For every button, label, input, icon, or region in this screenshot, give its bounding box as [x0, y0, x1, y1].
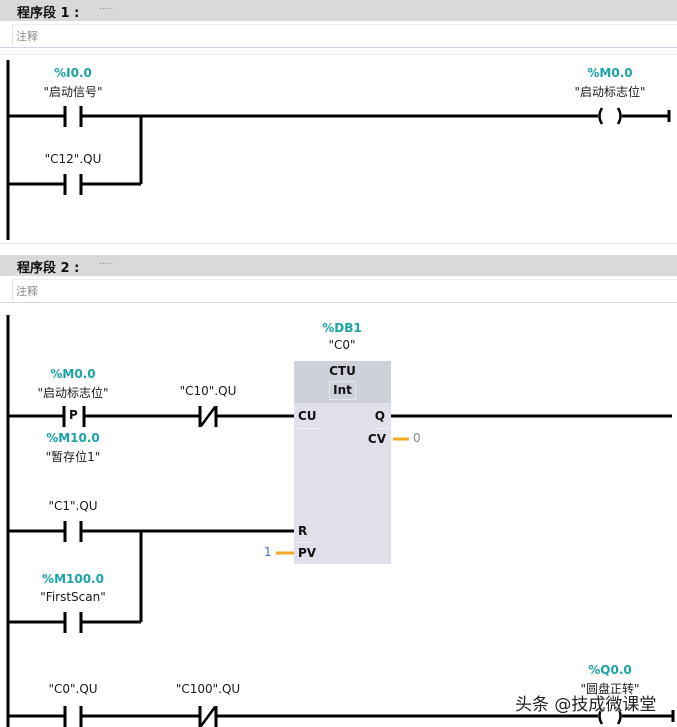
pin-r: R [298, 524, 308, 538]
network-2-title: 程序段 2 : [17, 257, 79, 276]
pin-underline [375, 428, 389, 429]
pin-underline [298, 428, 322, 429]
symbol-label: "C0".QU [48, 682, 98, 696]
pin-cu: CU [298, 409, 317, 423]
contact-c1-qu[interactable] [63, 521, 83, 542]
network-1-title-dots[interactable]: ..... [99, 2, 114, 12]
coil-start-flag[interactable] [598, 107, 622, 125]
network-colon: : [74, 261, 80, 276]
symbol-label: "C12".QU [44, 152, 102, 166]
contact-c12-qu[interactable] [63, 174, 83, 195]
network-1-header[interactable]: 程序段 1 : ..... [0, 0, 677, 21]
network-colon: : [74, 6, 80, 21]
comment-placeholder: 注释 [16, 285, 38, 298]
network-2-title-dots[interactable]: ..... [99, 257, 114, 267]
symbol-label: "C1".QU [48, 499, 98, 513]
block-name: CTU [329, 364, 356, 378]
symbol-label: "暂存位1" [45, 450, 101, 464]
network-2-header[interactable]: 程序段 2 : ..... [0, 255, 677, 276]
contact-c0-qu[interactable] [63, 706, 83, 727]
symbol-label: "C10".QU [179, 384, 237, 398]
symbol-label: "启动标志位" [574, 85, 646, 99]
pv-value[interactable]: 1 [264, 545, 272, 559]
contact-nc-c100-qu[interactable] [198, 706, 218, 727]
contact-positive-edge[interactable] [62, 406, 86, 427]
pin-q: Q [374, 409, 385, 423]
address-label: %M100.0 [42, 572, 104, 586]
address-label: %I0.0 [54, 66, 92, 80]
cv-value[interactable]: 0 [413, 431, 421, 445]
address-label: %M0.0 [50, 367, 96, 381]
network-number: 2 [60, 261, 70, 276]
comment-placeholder: 注释 [16, 30, 38, 43]
address-label: %DB1 [322, 321, 362, 335]
network-number: 1 [60, 6, 70, 21]
network-2-comment[interactable]: 注释 [12, 279, 677, 301]
symbol-label: "圆盘正转" [580, 682, 640, 696]
network-1-comment[interactable]: 注释 [12, 24, 677, 46]
contact-firstscan[interactable] [63, 612, 83, 633]
symbol-label: "启动标志位" [37, 386, 109, 400]
block-header: CTU Int [294, 361, 391, 403]
symbol-label: "FirstScan" [40, 590, 106, 604]
address-label: %M0.0 [587, 66, 633, 80]
address-label: %Q0.0 [588, 663, 632, 677]
network-1-title: 程序段 1 : [17, 2, 79, 21]
symbol-label: "启动信号" [43, 85, 103, 99]
ctu-counter-block[interactable]: CTU Int CU Q CV R PV [294, 361, 391, 564]
network-title-prefix: 程序段 [17, 6, 57, 21]
divider [0, 302, 677, 303]
pin-underline [298, 542, 310, 543]
symbol-label: "C0" [328, 338, 356, 352]
pin-pv: PV [298, 546, 317, 560]
address-label: %M10.0 [46, 431, 100, 445]
divider [0, 47, 677, 48]
contact-nc-c10-qu[interactable] [198, 406, 218, 427]
divider [0, 54, 677, 55]
block-data-type[interactable]: Int [329, 381, 356, 400]
divider [0, 243, 677, 244]
pin-cv: CV [367, 432, 386, 446]
contact-start-signal[interactable] [63, 106, 83, 127]
network-title-prefix: 程序段 [17, 261, 57, 276]
p-contact-label: P [69, 408, 78, 422]
watermark: 头条 @技成微课堂 [515, 695, 657, 715]
coil-disk-forward[interactable] [598, 707, 622, 725]
symbol-label: "C100".QU [175, 682, 241, 696]
